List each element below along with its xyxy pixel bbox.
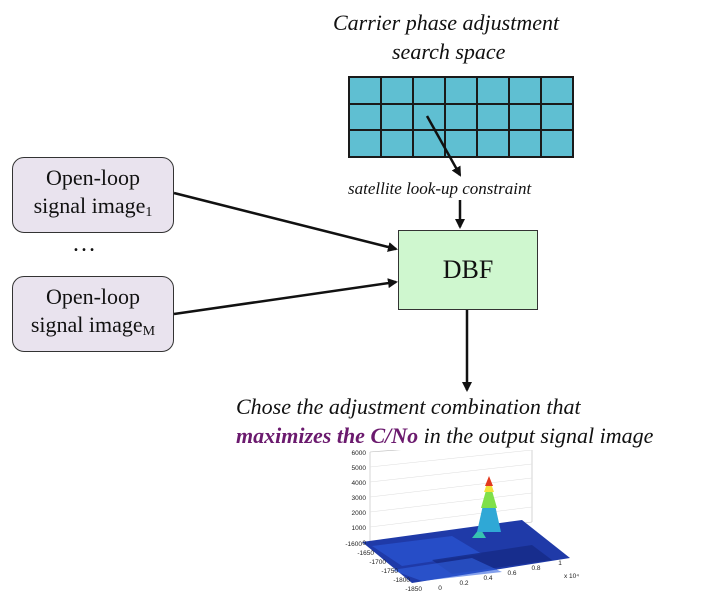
plot-y-tick-label: -1800	[393, 577, 410, 584]
grid-cell	[510, 78, 540, 103]
plot-x-tick-label: 0.2	[459, 580, 468, 587]
grid-cell	[446, 131, 476, 156]
plot-gridlines	[369, 450, 533, 528]
plot-y-tick-label: -1850	[405, 586, 422, 593]
ellipsis: …	[72, 231, 96, 257]
signal-image-m-subscript: M	[142, 323, 156, 339]
dbf-box: DBF	[398, 230, 538, 310]
result-line1: Chose the adjustment combination that	[236, 394, 581, 419]
search-space-title-line1: Carrier phase adjustment	[333, 10, 560, 35]
plot-y-tick-label: -1600	[345, 541, 362, 548]
signal-image-1-line2: signal image1	[33, 192, 153, 220]
signal-image-1-subscript: 1	[145, 204, 153, 220]
search-space-title-line2: search space	[392, 39, 506, 64]
plot-x-tick-label: 1	[558, 560, 562, 567]
signal-image-m-line1: Open-loop	[45, 283, 141, 309]
plot-x-exponent: x 10⁴	[564, 573, 579, 580]
grid-cell	[542, 78, 572, 103]
correlation-surface-plot: 6000 5000 4000 3000 2000 1000 0 -1600 -1650 -170…	[345, 450, 579, 593]
plot-x-tick-label: 0.8	[531, 565, 540, 572]
grid-cell	[542, 104, 572, 129]
grid-cell	[478, 131, 508, 156]
grid-cell	[510, 104, 540, 129]
plot-z-tick-label: 6000	[352, 450, 367, 457]
plot-x-tick-label: 0.4	[483, 575, 492, 582]
plot-z-tick-label: 2000	[352, 510, 367, 517]
plot-z-tick-label: 5000	[352, 465, 367, 472]
grid-cell	[446, 104, 476, 129]
grid-cell	[478, 78, 508, 103]
plot-x-tick-label: 0.6	[507, 570, 516, 577]
plot-y-tick-label: -1650	[357, 550, 374, 557]
result-emphasis: maximizes the C/No	[236, 423, 419, 448]
grid-cell	[382, 104, 412, 129]
search-space-grid	[348, 76, 574, 158]
grid-cell	[414, 104, 444, 129]
plot-z-tick-label: 0	[362, 540, 366, 547]
signal-1-to-dbf-arrow	[173, 191, 398, 252]
grid-cell	[510, 131, 540, 156]
signal-image-1-line1: Open-loop	[45, 164, 141, 190]
plot-x-ticks: 0 0.2 0.4 0.6 0.8 1	[438, 560, 562, 592]
plot-surface	[362, 476, 570, 583]
grid-cell	[382, 131, 412, 156]
plot-z-tick-label: 3000	[352, 495, 367, 502]
result-line2-rest: in the output signal image	[418, 423, 654, 448]
plot-y-tick-label: -1700	[369, 559, 386, 566]
grid-cell	[542, 131, 572, 156]
grid-cell	[414, 78, 444, 103]
signal-m-to-dbf-arrow	[173, 278, 398, 316]
signal-image-m-line2: signal imageM	[30, 311, 156, 339]
dbf-label: DBF	[442, 255, 494, 284]
grid-to-constraint-arrow	[425, 115, 462, 177]
plot-y-ticks: -1600 -1650 -1700 -1750 -1800 -1850	[345, 541, 422, 593]
grid-cell	[350, 78, 380, 103]
grid-cell	[478, 104, 508, 129]
grid-cell	[446, 78, 476, 103]
grid-cell	[382, 78, 412, 103]
plot-z-ticks: 6000 5000 4000 3000 2000 1000 0	[352, 450, 367, 547]
plot-z-tick-label: 1000	[352, 525, 367, 532]
grid-cell	[350, 131, 380, 156]
signal-image-1-box: Open-loop signal image1	[12, 157, 174, 233]
plot-z-tick-label: 4000	[352, 480, 367, 487]
result-line2: maximizes the C/No in the output signal …	[236, 423, 653, 449]
signal-image-m-box: Open-loop signal imageM	[12, 276, 174, 352]
constraint-label: satellite look-up constraint	[348, 179, 532, 198]
plot-x-tick-label: 0	[438, 585, 442, 592]
plot-y-tick-label: -1750	[381, 568, 398, 575]
grid-cell	[350, 104, 380, 129]
